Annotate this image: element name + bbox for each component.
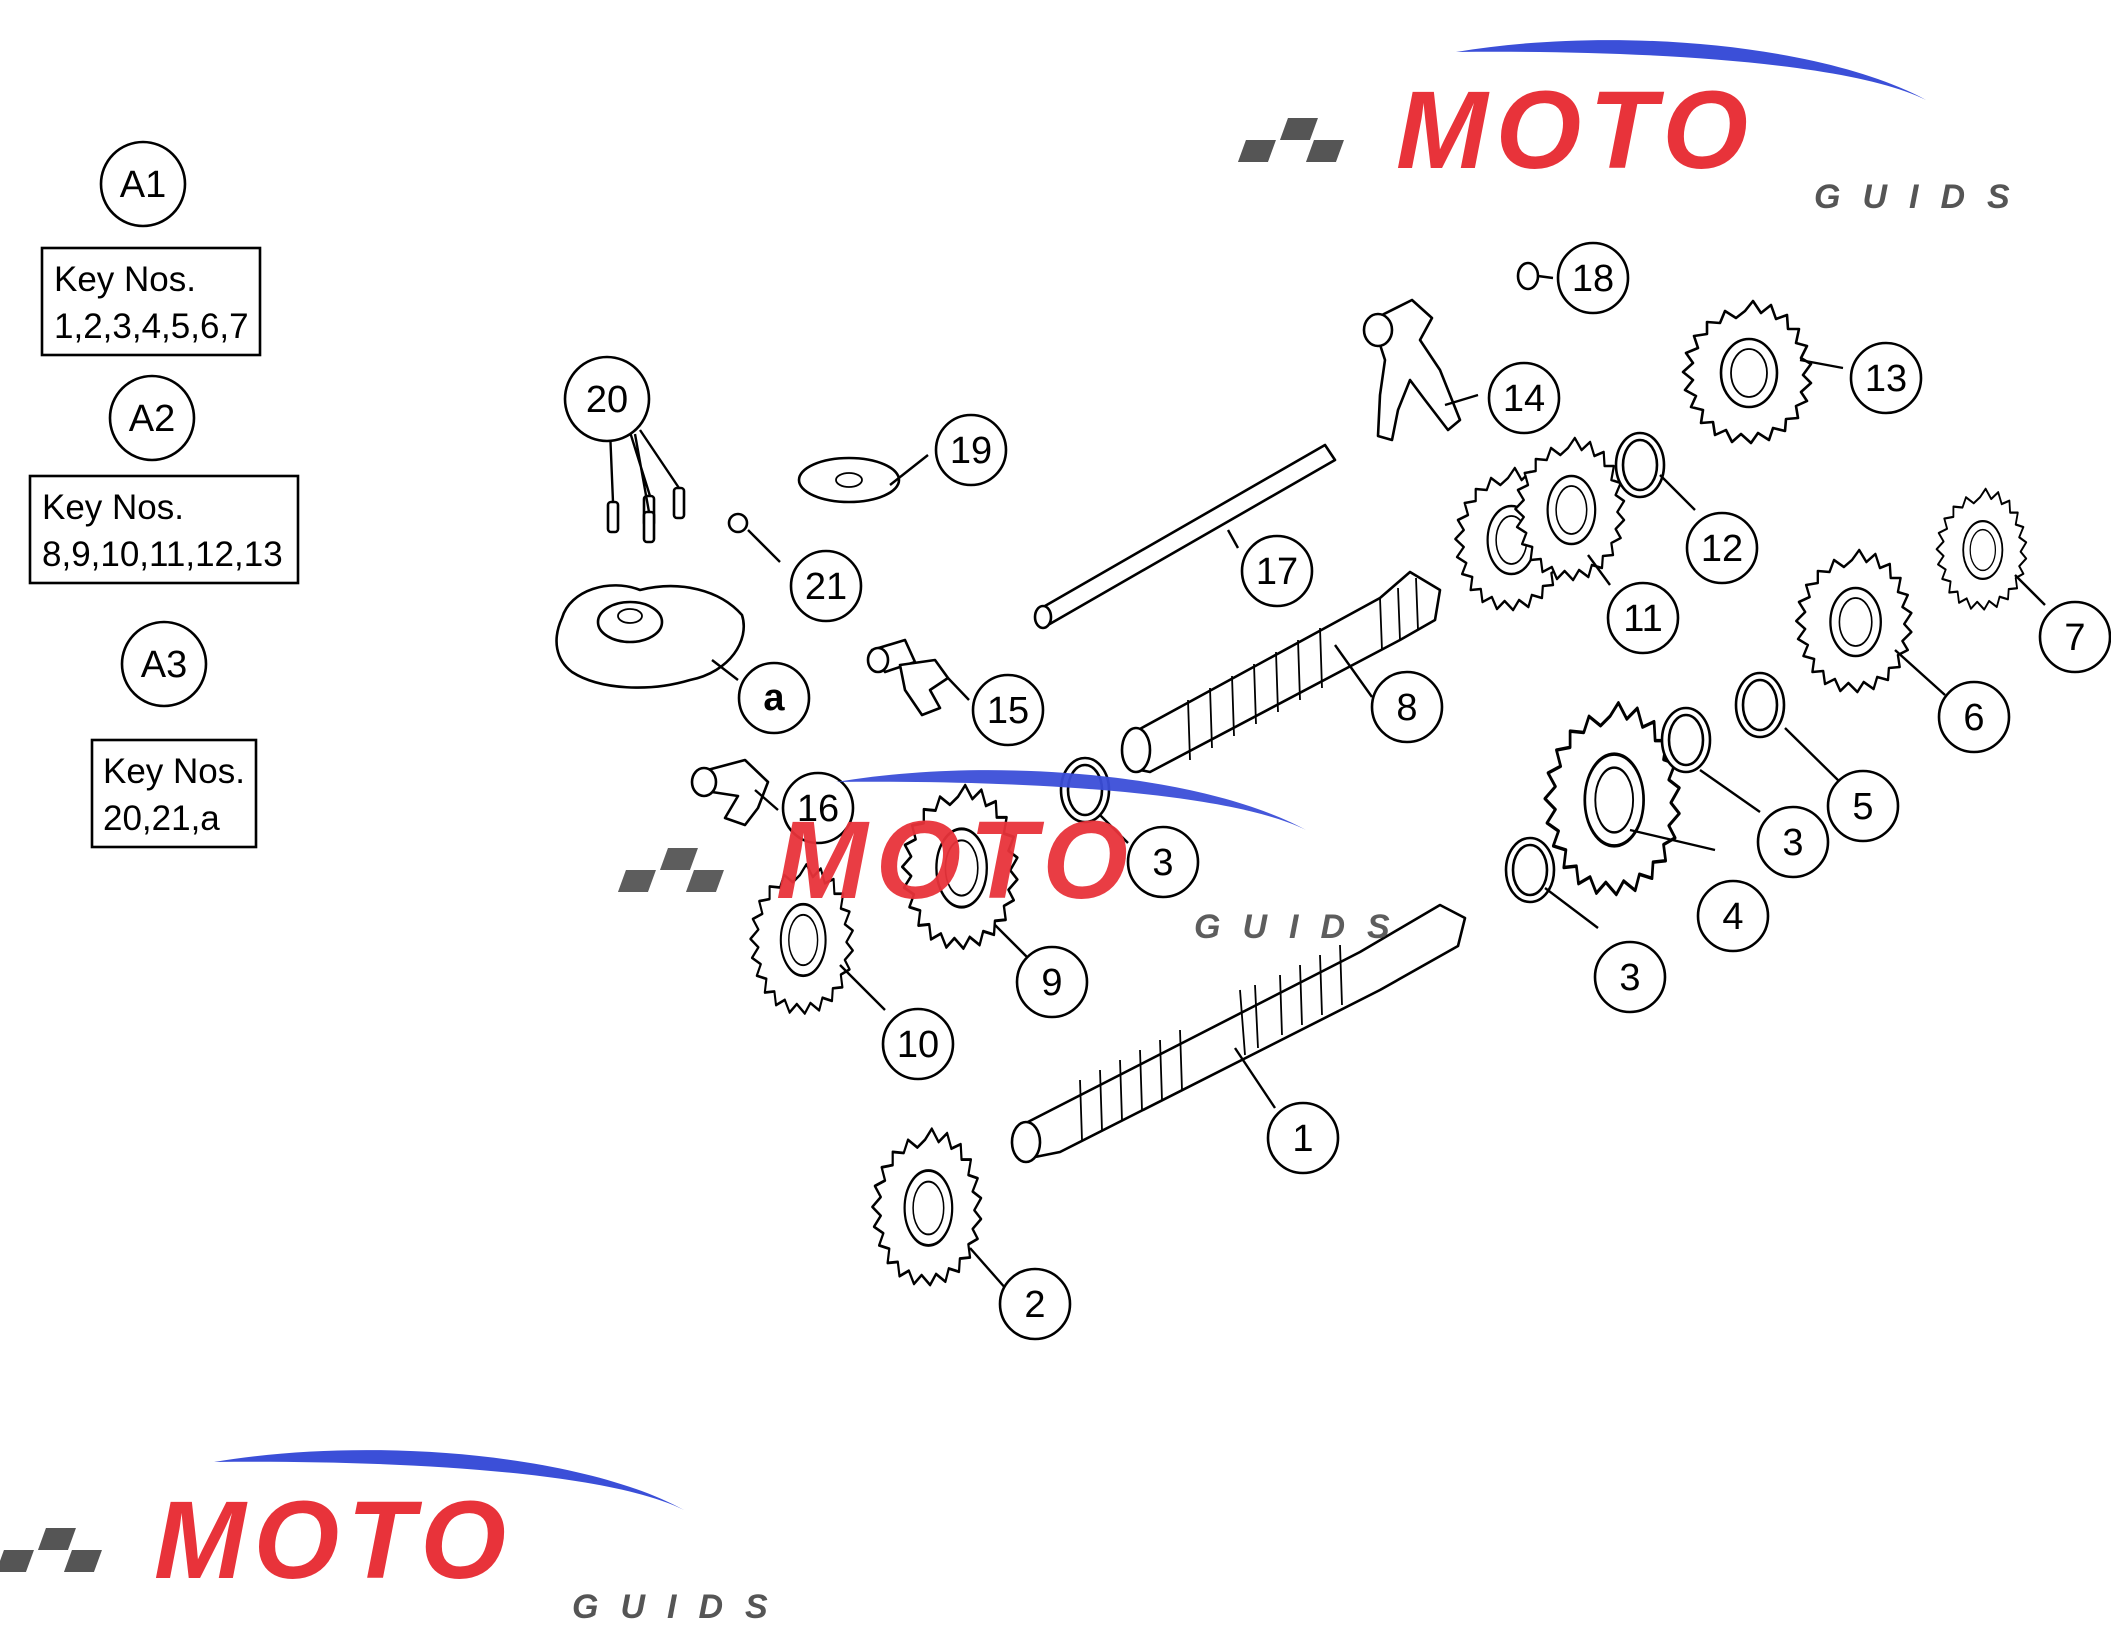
callout-21: 21 (789, 549, 863, 623)
svg-text:9: 9 (1041, 962, 1062, 1004)
part-gear-2 (870, 1127, 983, 1287)
callout-10: 10 (881, 1007, 955, 1081)
part-ring-12 (1614, 431, 1666, 499)
svg-text:MOTO: MOTO (776, 799, 1136, 922)
callout-20: 20 (563, 355, 651, 443)
group-A3: A3 Key Nos. 20,21,a (90, 620, 258, 849)
callout-5: 5 (1826, 769, 1900, 843)
callout-12: 12 (1685, 511, 1759, 585)
callout-13: 13 (1849, 341, 1923, 415)
svg-text:12: 12 (1701, 528, 1743, 570)
part-ring-3b (1660, 706, 1712, 774)
callout-7: 7 (2038, 600, 2111, 674)
svg-text:2: 2 (1024, 1284, 1045, 1326)
group-A2-label: A2 (129, 398, 175, 440)
part-fork-16 (690, 758, 770, 827)
callouts: 1 2 3 3 3 3 4 5 6 7 8 9 10 11 12 13 14 1… (563, 241, 2111, 1341)
svg-text:4: 4 (1722, 896, 1743, 938)
svg-text:15: 15 (987, 690, 1029, 732)
leader-lines (608, 274, 2046, 1291)
svg-text:MOTO: MOTO (154, 1479, 514, 1602)
part-selector-drum (555, 584, 745, 689)
callout-3a: 3 (1126, 825, 1200, 899)
callout-9: 9 (1015, 945, 1089, 1019)
svg-text:14: 14 (1503, 378, 1545, 420)
logo-sub-text: GUIDS (1814, 178, 2032, 216)
callout-4: 4 (1696, 879, 1770, 953)
part-gear-11b (1514, 436, 1626, 582)
callout-14: 14 (1487, 361, 1561, 435)
part-fork-15 (866, 638, 950, 717)
svg-text:3: 3 (1619, 957, 1640, 999)
watermark-logo-bottom: MOTO GUIDS (0, 1450, 790, 1626)
svg-text:16: 16 (797, 788, 839, 830)
part-circlip-18 (1516, 261, 1540, 291)
group-A3-label: A3 (141, 644, 187, 686)
svg-text:21: 21 (805, 566, 847, 608)
svg-text:11: 11 (1623, 598, 1662, 640)
part-ring-5 (1734, 671, 1786, 739)
callout-15: 15 (971, 673, 1045, 747)
svg-text:18: 18 (1572, 258, 1614, 300)
part-shaft-8 (1120, 570, 1442, 774)
callout-3b: 3 (1593, 940, 1667, 1014)
part-fork-14 (1362, 298, 1462, 442)
svg-text:a: a (763, 677, 785, 719)
callout-17: 17 (1240, 534, 1314, 608)
callout-11: 11 (1606, 581, 1680, 655)
group-A2-box-line1: Key Nos. (42, 488, 184, 527)
callout-2: 2 (998, 1267, 1072, 1341)
callout-18: 18 (1556, 241, 1630, 315)
callout-a: a (737, 661, 811, 735)
group-A2-box-line2: 8,9,10,11,12,13 (42, 535, 283, 574)
watermark-logo-top: MOTO GUIDS (1237, 40, 2032, 216)
svg-text:6: 6 (1963, 697, 1984, 739)
svg-text:10: 10 (897, 1024, 939, 1066)
callout-3c: 3 (1756, 805, 1830, 879)
part-ring-3c (1504, 836, 1556, 904)
group-A3-box-line1: Key Nos. (103, 752, 245, 791)
part-ball (727, 512, 749, 534)
group-A2: A2 Key Nos. 8,9,10,11,12,13 (28, 374, 300, 585)
svg-text:3: 3 (1782, 822, 1803, 864)
part-gear-7 (1935, 487, 2028, 611)
part-gear-6 (1794, 548, 1913, 694)
part-gear-13 (1681, 299, 1813, 445)
callout-16: 16 (781, 771, 855, 845)
svg-text:17: 17 (1256, 551, 1298, 593)
svg-text:GUIDS: GUIDS (572, 1588, 790, 1626)
svg-text:1: 1 (1292, 1118, 1313, 1160)
svg-text:8: 8 (1396, 687, 1417, 729)
callout-8: 8 (1370, 670, 1444, 744)
part-washer (797, 456, 901, 504)
callout-1: 1 (1266, 1101, 1340, 1175)
callout-19: 19 (934, 413, 1008, 487)
group-A1-box-line1: Key Nos. (54, 260, 196, 299)
callout-6: 6 (1937, 680, 2011, 754)
group-A1: A1 Key Nos. 1,2,3,4,5,6,7 (40, 140, 262, 357)
svg-text:5: 5 (1852, 786, 1873, 828)
svg-text:3: 3 (1152, 842, 1173, 884)
group-A1-box-line2: 1,2,3,4,5,6,7 (54, 307, 249, 346)
svg-text:19: 19 (950, 430, 992, 472)
svg-text:GUIDS: GUIDS (1194, 908, 1412, 946)
logo-brand-text: MOTO (1396, 69, 1756, 192)
watermark-logo-center: MOTO GUIDS (617, 770, 1412, 946)
svg-text:7: 7 (2064, 617, 2085, 659)
part-rod-17 (1033, 443, 1337, 630)
svg-text:20: 20 (586, 379, 628, 421)
svg-text:13: 13 (1865, 358, 1907, 400)
part-gear-4 (1543, 701, 1682, 897)
group-A1-label: A1 (120, 164, 166, 206)
part-shaft-1 (1010, 903, 1467, 1164)
group-A3-box-line2: 20,21,a (103, 799, 220, 838)
